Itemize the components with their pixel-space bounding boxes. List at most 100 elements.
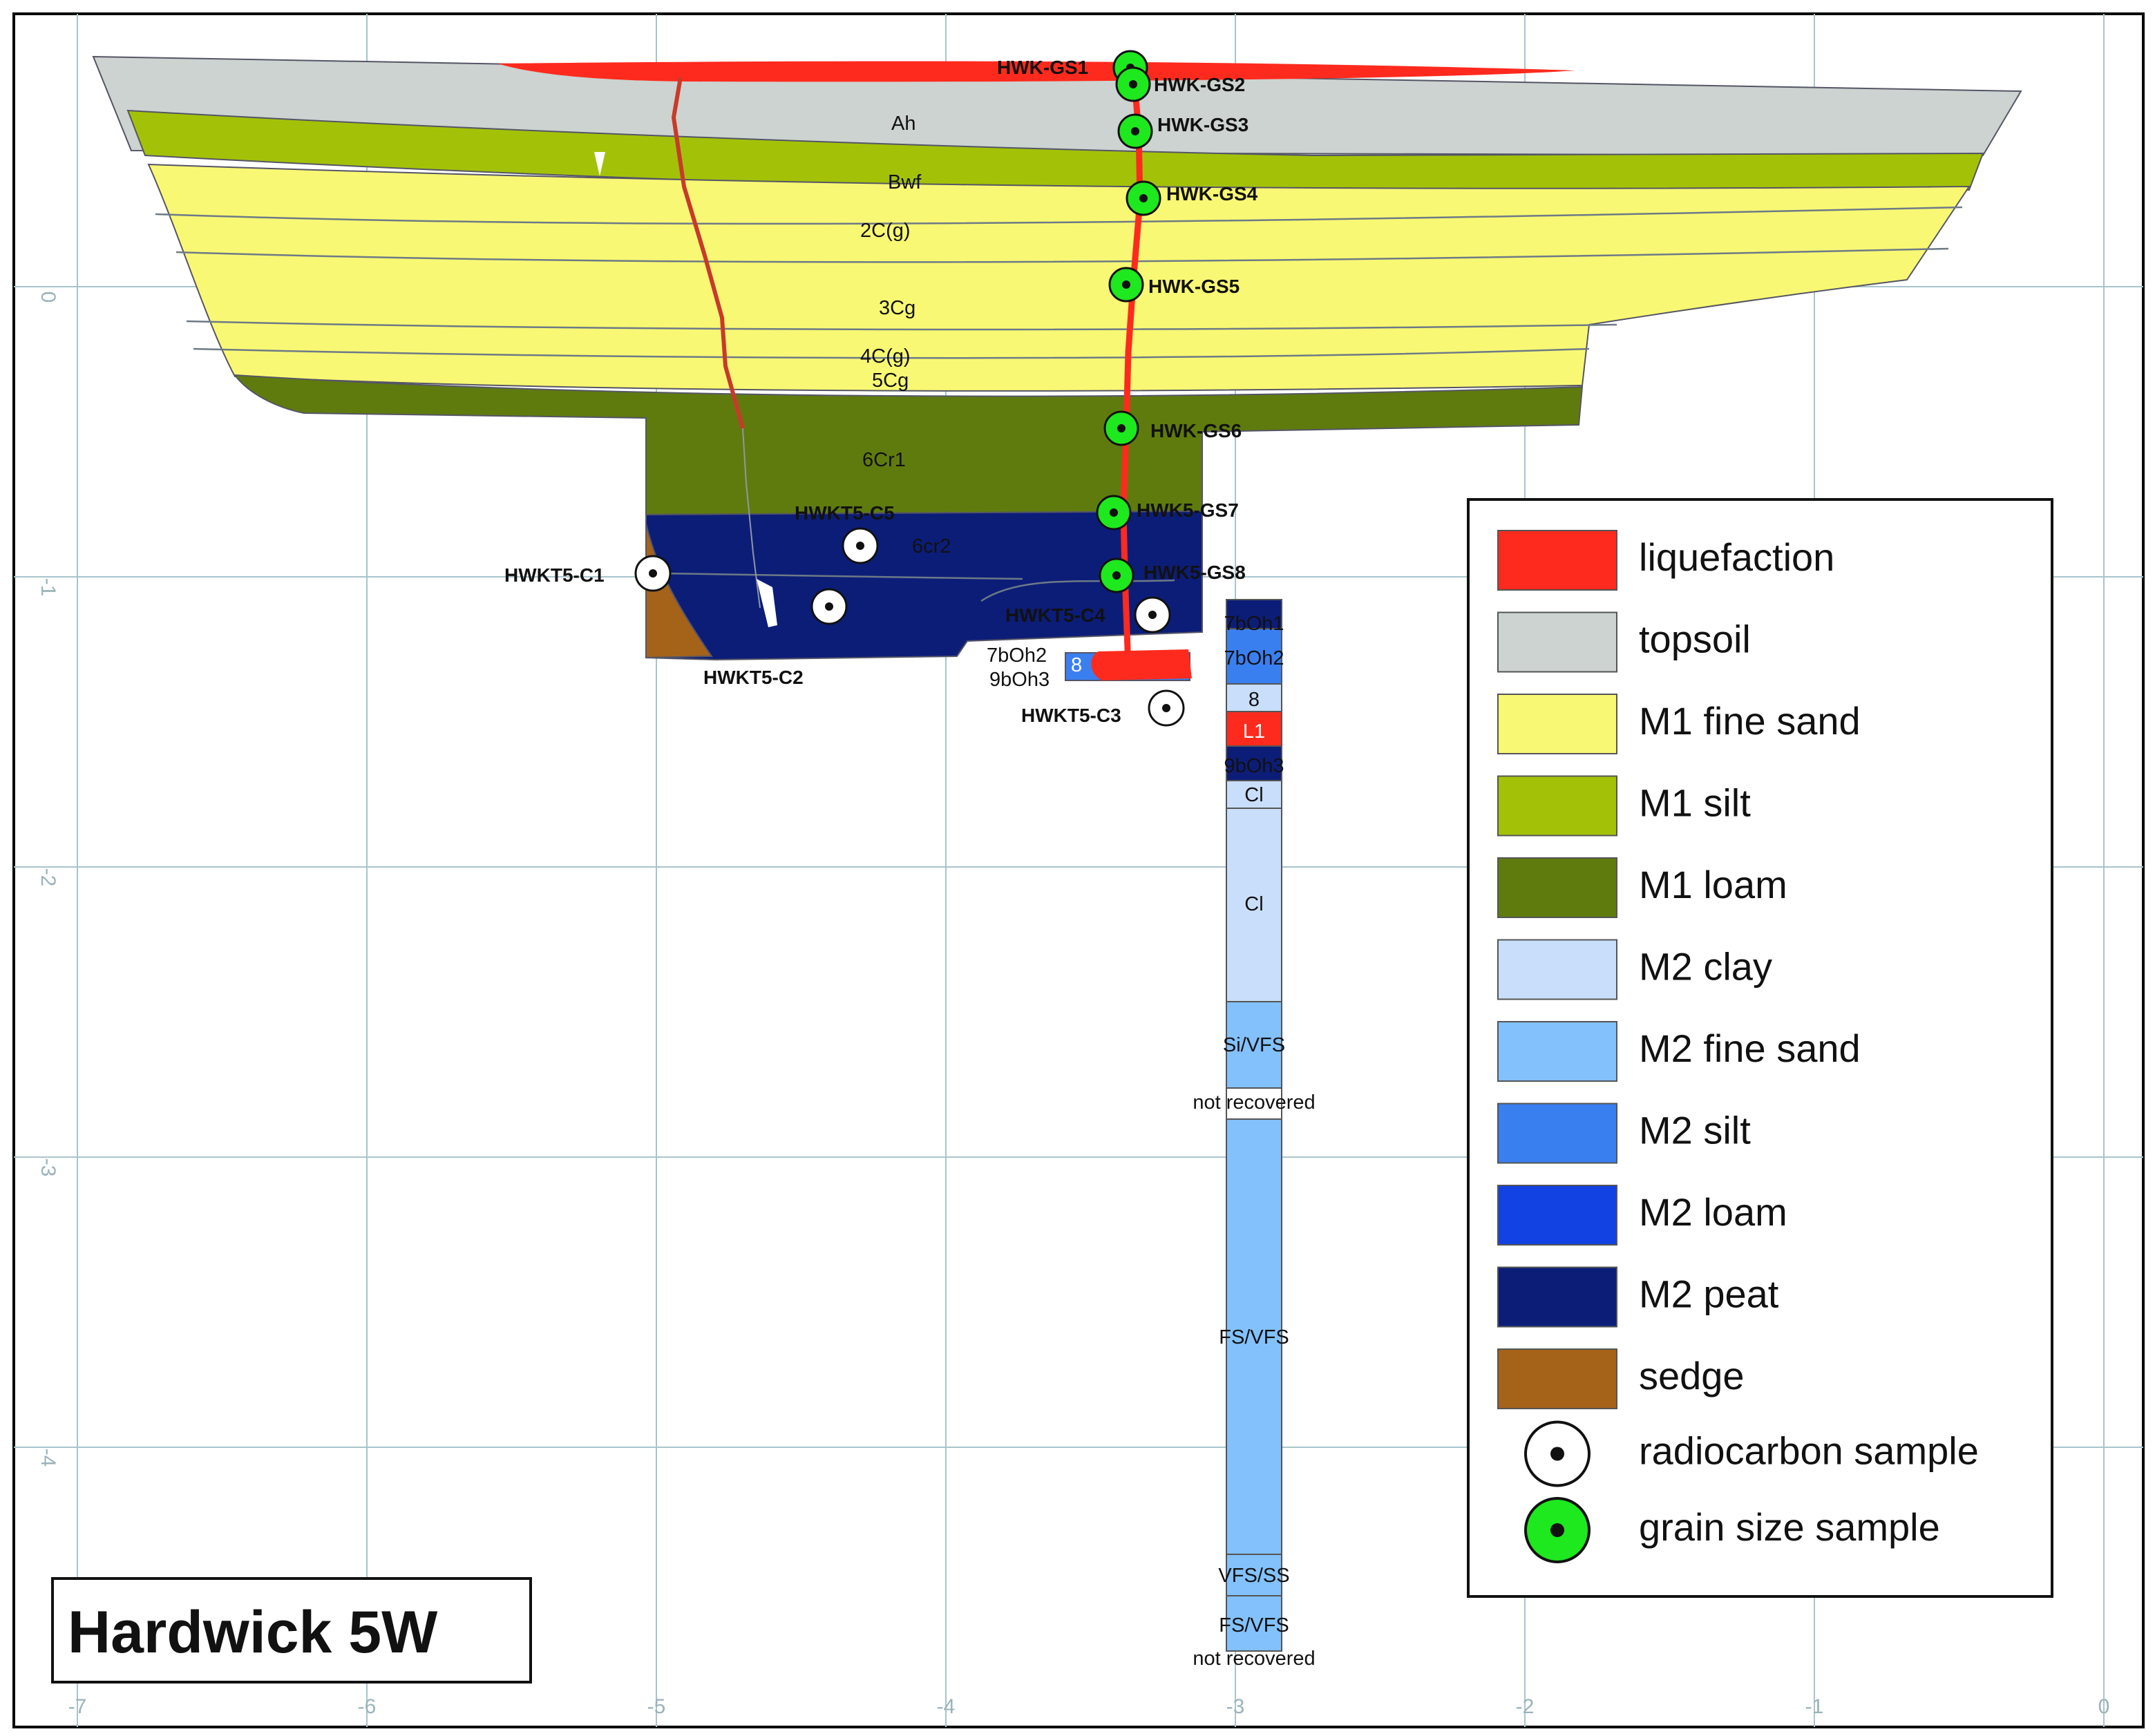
unit-label: 2C(g) [860, 220, 911, 242]
x-tick-label: -3 [1226, 1695, 1245, 1718]
radiocarbon-sample-marker [842, 527, 879, 564]
legend-swatch [1497, 1185, 1617, 1246]
left-liquefaction-dike [671, 77, 745, 429]
gray-crack [742, 428, 761, 609]
sample-label: HWK-GS6 [1150, 420, 1242, 441]
legend-swatch [1497, 530, 1617, 591]
legend-swatch [1497, 939, 1617, 1000]
grain-size-sample-marker [1096, 495, 1132, 531]
core-label: Si/VFS [1223, 1034, 1285, 1056]
topsoil-layer [92, 55, 2022, 157]
radiocarbon-sample-marker [634, 555, 672, 592]
core-label: 8 [1249, 689, 1260, 711]
core-label: FS/VFS [1219, 1326, 1289, 1348]
legend-items: liquefaction topsoil M1 fine sand M1 siltM1… [1497, 530, 1979, 1563]
sample-label: HWK5-GS8 [1143, 562, 1246, 583]
legend-entry: M1 fine sand [1497, 694, 1861, 754]
core-label: VFS/SS [1218, 1565, 1289, 1587]
radiocarbon-samples [634, 527, 1185, 727]
core-cl-lower [1226, 808, 1282, 1002]
legend-swatch [1497, 857, 1617, 918]
legend-entry: M1 silt [1497, 775, 1751, 837]
legend-swatch [1497, 1103, 1617, 1164]
legend-swatch [1497, 1266, 1617, 1328]
radiocarbon-sample-marker [810, 588, 848, 625]
core-label: Cl [1244, 893, 1263, 915]
legend-label: M1 silt [1639, 781, 1751, 825]
legend-swatch [1497, 694, 1617, 754]
grain-size-sample-marker [1115, 66, 1151, 102]
grain-size-sample-marker [1117, 113, 1153, 149]
sample-label: HWK-GS1 [997, 57, 1088, 78]
x-tick-label: 0 [2098, 1695, 2110, 1718]
x-tick-label: -5 [647, 1695, 666, 1718]
x-tick-label: -4 [937, 1695, 956, 1718]
legend-entry: topsoil [1497, 611, 1751, 673]
sample-label: HWKT5-C3 [1021, 705, 1121, 726]
sample-label: HWK-GS3 [1157, 114, 1249, 135]
grain-size-sample-marker [1108, 267, 1144, 303]
legend-label: liquefaction [1639, 535, 1834, 579]
core-label: not recovered [1193, 1648, 1315, 1670]
legend-entry: M2 silt [1497, 1103, 1751, 1164]
core-label: 7bOh2 [1224, 647, 1284, 669]
y-tick-label: -2 [37, 868, 59, 887]
core-8 [1226, 683, 1282, 712]
m1-loam-layer [233, 374, 1584, 516]
legend-entry: liquefaction [1497, 530, 1834, 591]
legend-entry: grain size sample [1524, 1497, 1940, 1563]
unit-labels: Ah Bwf 2C(g) 3Cg 4C(g) 5Cg 6Cr1 6cr2 7bO… [860, 113, 1082, 691]
legend-label: M2 loam [1639, 1190, 1787, 1234]
y-tick-label: -4 [37, 1449, 59, 1467]
legend-label: M2 silt [1639, 1109, 1751, 1152]
legend-swatch [1497, 611, 1617, 673]
radiocarbon-sample-marker [1148, 689, 1185, 727]
unit-label: 7bOh2 [987, 645, 1047, 667]
void-notch [594, 152, 605, 176]
y-tick-labels: 0 -1 -2 -3 -4 [37, 292, 59, 1467]
legend-swatch [1497, 1348, 1617, 1409]
y-tick-label: -3 [37, 1158, 59, 1177]
legend-label: M1 loam [1639, 863, 1787, 906]
unit-label: 9bOh3 [989, 669, 1050, 691]
core-vfs-ss [1226, 1554, 1282, 1596]
sample-label: HWKT5-C2 [703, 667, 804, 688]
grain-size-sample-marker [1103, 410, 1139, 446]
legend-label: M2 peat [1639, 1272, 1779, 1316]
core-fs-vfs-lower [1226, 1595, 1282, 1652]
radiocarbon-sample-marker [1134, 596, 1171, 633]
y-tick-label: -1 [37, 578, 59, 597]
core-label: not recovered [1193, 1091, 1315, 1114]
layer-boundaries [155, 206, 1963, 602]
core-not-recovered [1226, 1087, 1282, 1120]
unit-label: 6Cr1 [862, 449, 906, 471]
legend-entry: M2 peat [1497, 1266, 1779, 1328]
sample-label: HWK-GS4 [1166, 183, 1258, 204]
legend-label: grain size sample [1639, 1505, 1940, 1549]
title-box [51, 1577, 532, 1683]
legend-swatch [1497, 775, 1617, 837]
legend-label: sedge [1639, 1354, 1745, 1398]
x-tick-label: -7 [68, 1695, 87, 1718]
unit-label: 8 [1071, 654, 1082, 676]
unit-label: 6cr2 [912, 535, 951, 557]
grain-size-sample-marker [1099, 557, 1135, 593]
core-label: Cl [1244, 784, 1263, 806]
grain-size-sample-labels: HWK-GS1 HWK-GS2 HWK-GS3 HWK-GS4 HWK-GS5 … [997, 57, 1258, 583]
radiocarbon-sample-labels: HWKT5-C1 HWKT5-C2 HWKT5-C3 HWKT5-C4 HWKT… [504, 502, 1121, 726]
unit-label: Ah [891, 113, 915, 135]
core-9boh3 [1226, 745, 1282, 781]
sedge-layer [645, 523, 713, 659]
main-liquefaction-dike [1120, 65, 1143, 677]
legend-label: M2 clay [1639, 945, 1772, 989]
core-7boh2 [1226, 628, 1282, 685]
void-notch [757, 579, 777, 627]
sample-label: HWKT5-C1 [504, 564, 605, 586]
x-tick-label: -1 [1805, 1695, 1824, 1718]
legend-label: M2 fine sand [1639, 1027, 1861, 1070]
x-tick-label: -6 [358, 1695, 377, 1718]
y-tick-label: 0 [37, 292, 59, 303]
core-fs-vfs [1226, 1118, 1282, 1555]
trench-wall [92, 55, 2022, 681]
